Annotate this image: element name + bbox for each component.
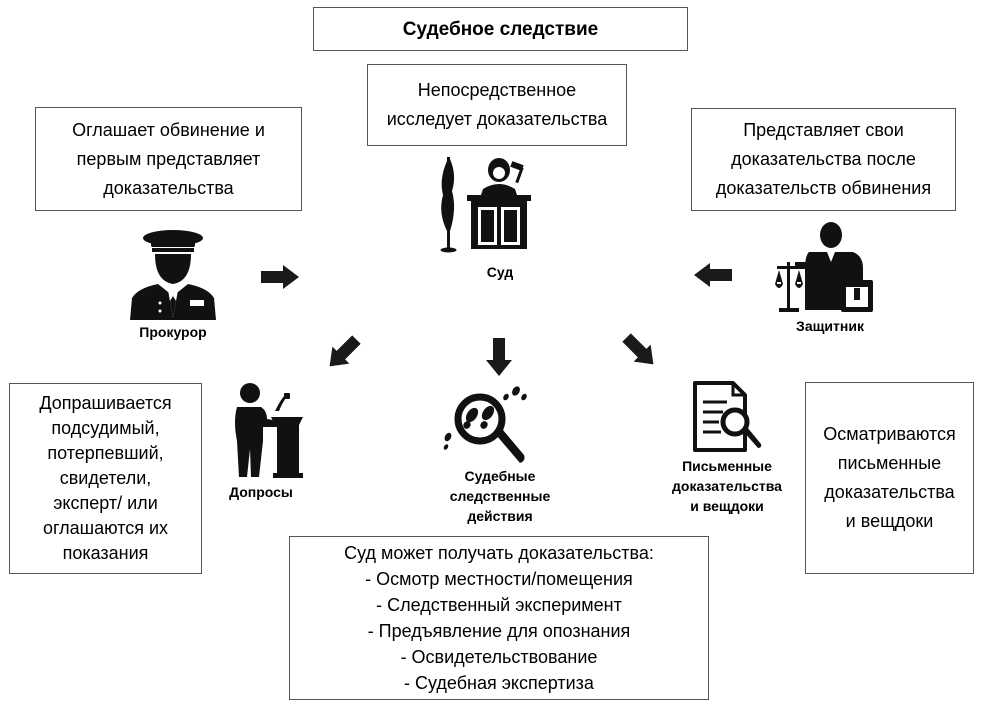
defender-description-line: доказательств обвинения: [715, 178, 932, 198]
written-evidence-label-line: доказательства: [672, 478, 782, 494]
defender-description-line: Представляет свои: [743, 120, 904, 140]
arrow-down-right-icon: [622, 333, 654, 365]
documents-description-box: Осматриваются письменные доказательства …: [805, 382, 974, 574]
interrogation-description-line: оглашаются их: [42, 518, 169, 538]
evidence-methods-box: Суд может получать доказательства: - Осм…: [289, 536, 709, 700]
documents-description-line: доказательства: [824, 482, 955, 502]
prosecutor-label-text: Прокурор: [139, 324, 207, 340]
investigative-actions-label-line: Судебные: [464, 468, 536, 484]
arrow-left-icon: [694, 263, 732, 287]
court-label-text: Суд: [486, 264, 514, 280]
defender-label-text: Защитник: [796, 318, 864, 334]
arrow-right-icon: [261, 265, 299, 289]
evidence-methods-heading: Суд может получать доказательства:: [344, 543, 654, 563]
evidence-method-item: - Следственный эксперимент: [376, 595, 622, 615]
defender-description-line: доказательства после: [731, 149, 916, 169]
evidence-method-item: - Предъявление для опознания: [367, 621, 631, 641]
speaker-at-podium-icon: [235, 383, 303, 478]
prosecutor-description-box: Оглашает обвинение и первым представляет…: [35, 107, 302, 211]
arrow-down-icon: [486, 338, 512, 376]
prosecutor-officer-icon: [130, 230, 216, 320]
diagram-title: Судебное следствие: [313, 7, 688, 51]
investigative-actions-label-line: следственные: [449, 488, 551, 504]
interrogation-description-line: свидетели,: [59, 468, 152, 488]
document-magnifier-icon: [693, 381, 762, 452]
evidence-method-item: - Освидетельствование: [400, 647, 598, 667]
court-description-line: исследует доказательства: [386, 109, 608, 129]
written-evidence-label-line: Письменные: [682, 458, 772, 474]
written-evidence-label: Письменные доказательства и вещдоки: [660, 456, 794, 516]
court-label: Суд: [470, 262, 530, 282]
interrogation-description-box: Допрашивается подсудимый, потерпевший, с…: [9, 383, 202, 574]
documents-description-line: Осматриваются: [823, 424, 956, 444]
judge-at-bench-icon: [440, 157, 531, 253]
evidence-method-item: - Осмотр местности/помещения: [365, 569, 633, 589]
court-description-line: Непосредственное: [417, 80, 577, 100]
written-evidence-label-line: и вещдоки: [690, 498, 764, 514]
interrogation-description-line: показания: [62, 543, 149, 563]
lawyer-with-scales-icon: [775, 222, 873, 312]
documents-description-line: письменные: [837, 453, 942, 473]
arrow-down-left-icon: [329, 335, 361, 367]
documents-description-line: и вещдоки: [845, 511, 934, 531]
court-description-box: Непосредственное исследует доказательств…: [367, 64, 627, 146]
investigative-actions-label: Судебные следственные действия: [438, 466, 562, 526]
interrogations-label-text: Допросы: [229, 484, 293, 500]
magnifier-footprints-icon: [443, 386, 527, 463]
diagram-title-text: Судебное следствие: [402, 18, 599, 40]
prosecutor-description-line: первым представляет: [76, 148, 261, 169]
interrogation-description-line: Допрашивается: [39, 393, 172, 413]
prosecutor-description-line: доказательства: [103, 177, 234, 198]
prosecutor-label: Прокурор: [128, 322, 218, 342]
defender-label: Защитник: [780, 316, 880, 336]
evidence-method-item: - Судебная экспертиза: [404, 673, 594, 693]
interrogations-label: Допросы: [216, 482, 306, 502]
prosecutor-description-line: Оглашает обвинение и: [72, 119, 265, 140]
investigative-actions-label-line: действия: [467, 508, 533, 524]
interrogation-description-line: эксперт/ или: [53, 493, 158, 513]
defender-description-box: Представляет свои доказательства после д…: [691, 108, 956, 211]
interrogation-description-line: подсудимый,: [51, 418, 160, 438]
interrogation-description-line: потерпевший,: [47, 443, 164, 463]
